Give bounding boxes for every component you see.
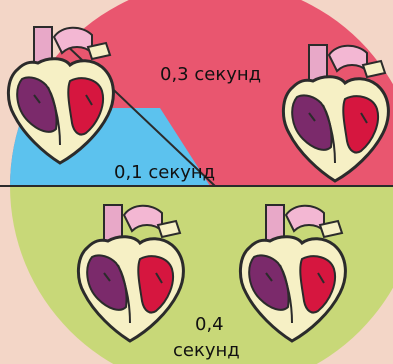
label-bottom-phase-unit: секунд [173,340,240,361]
label-bottom-phase-number: 0,4 [195,314,224,335]
label-top-phase: 0,3 секунд [160,64,261,85]
label-left-phase: 0,1 секунд [114,162,215,183]
